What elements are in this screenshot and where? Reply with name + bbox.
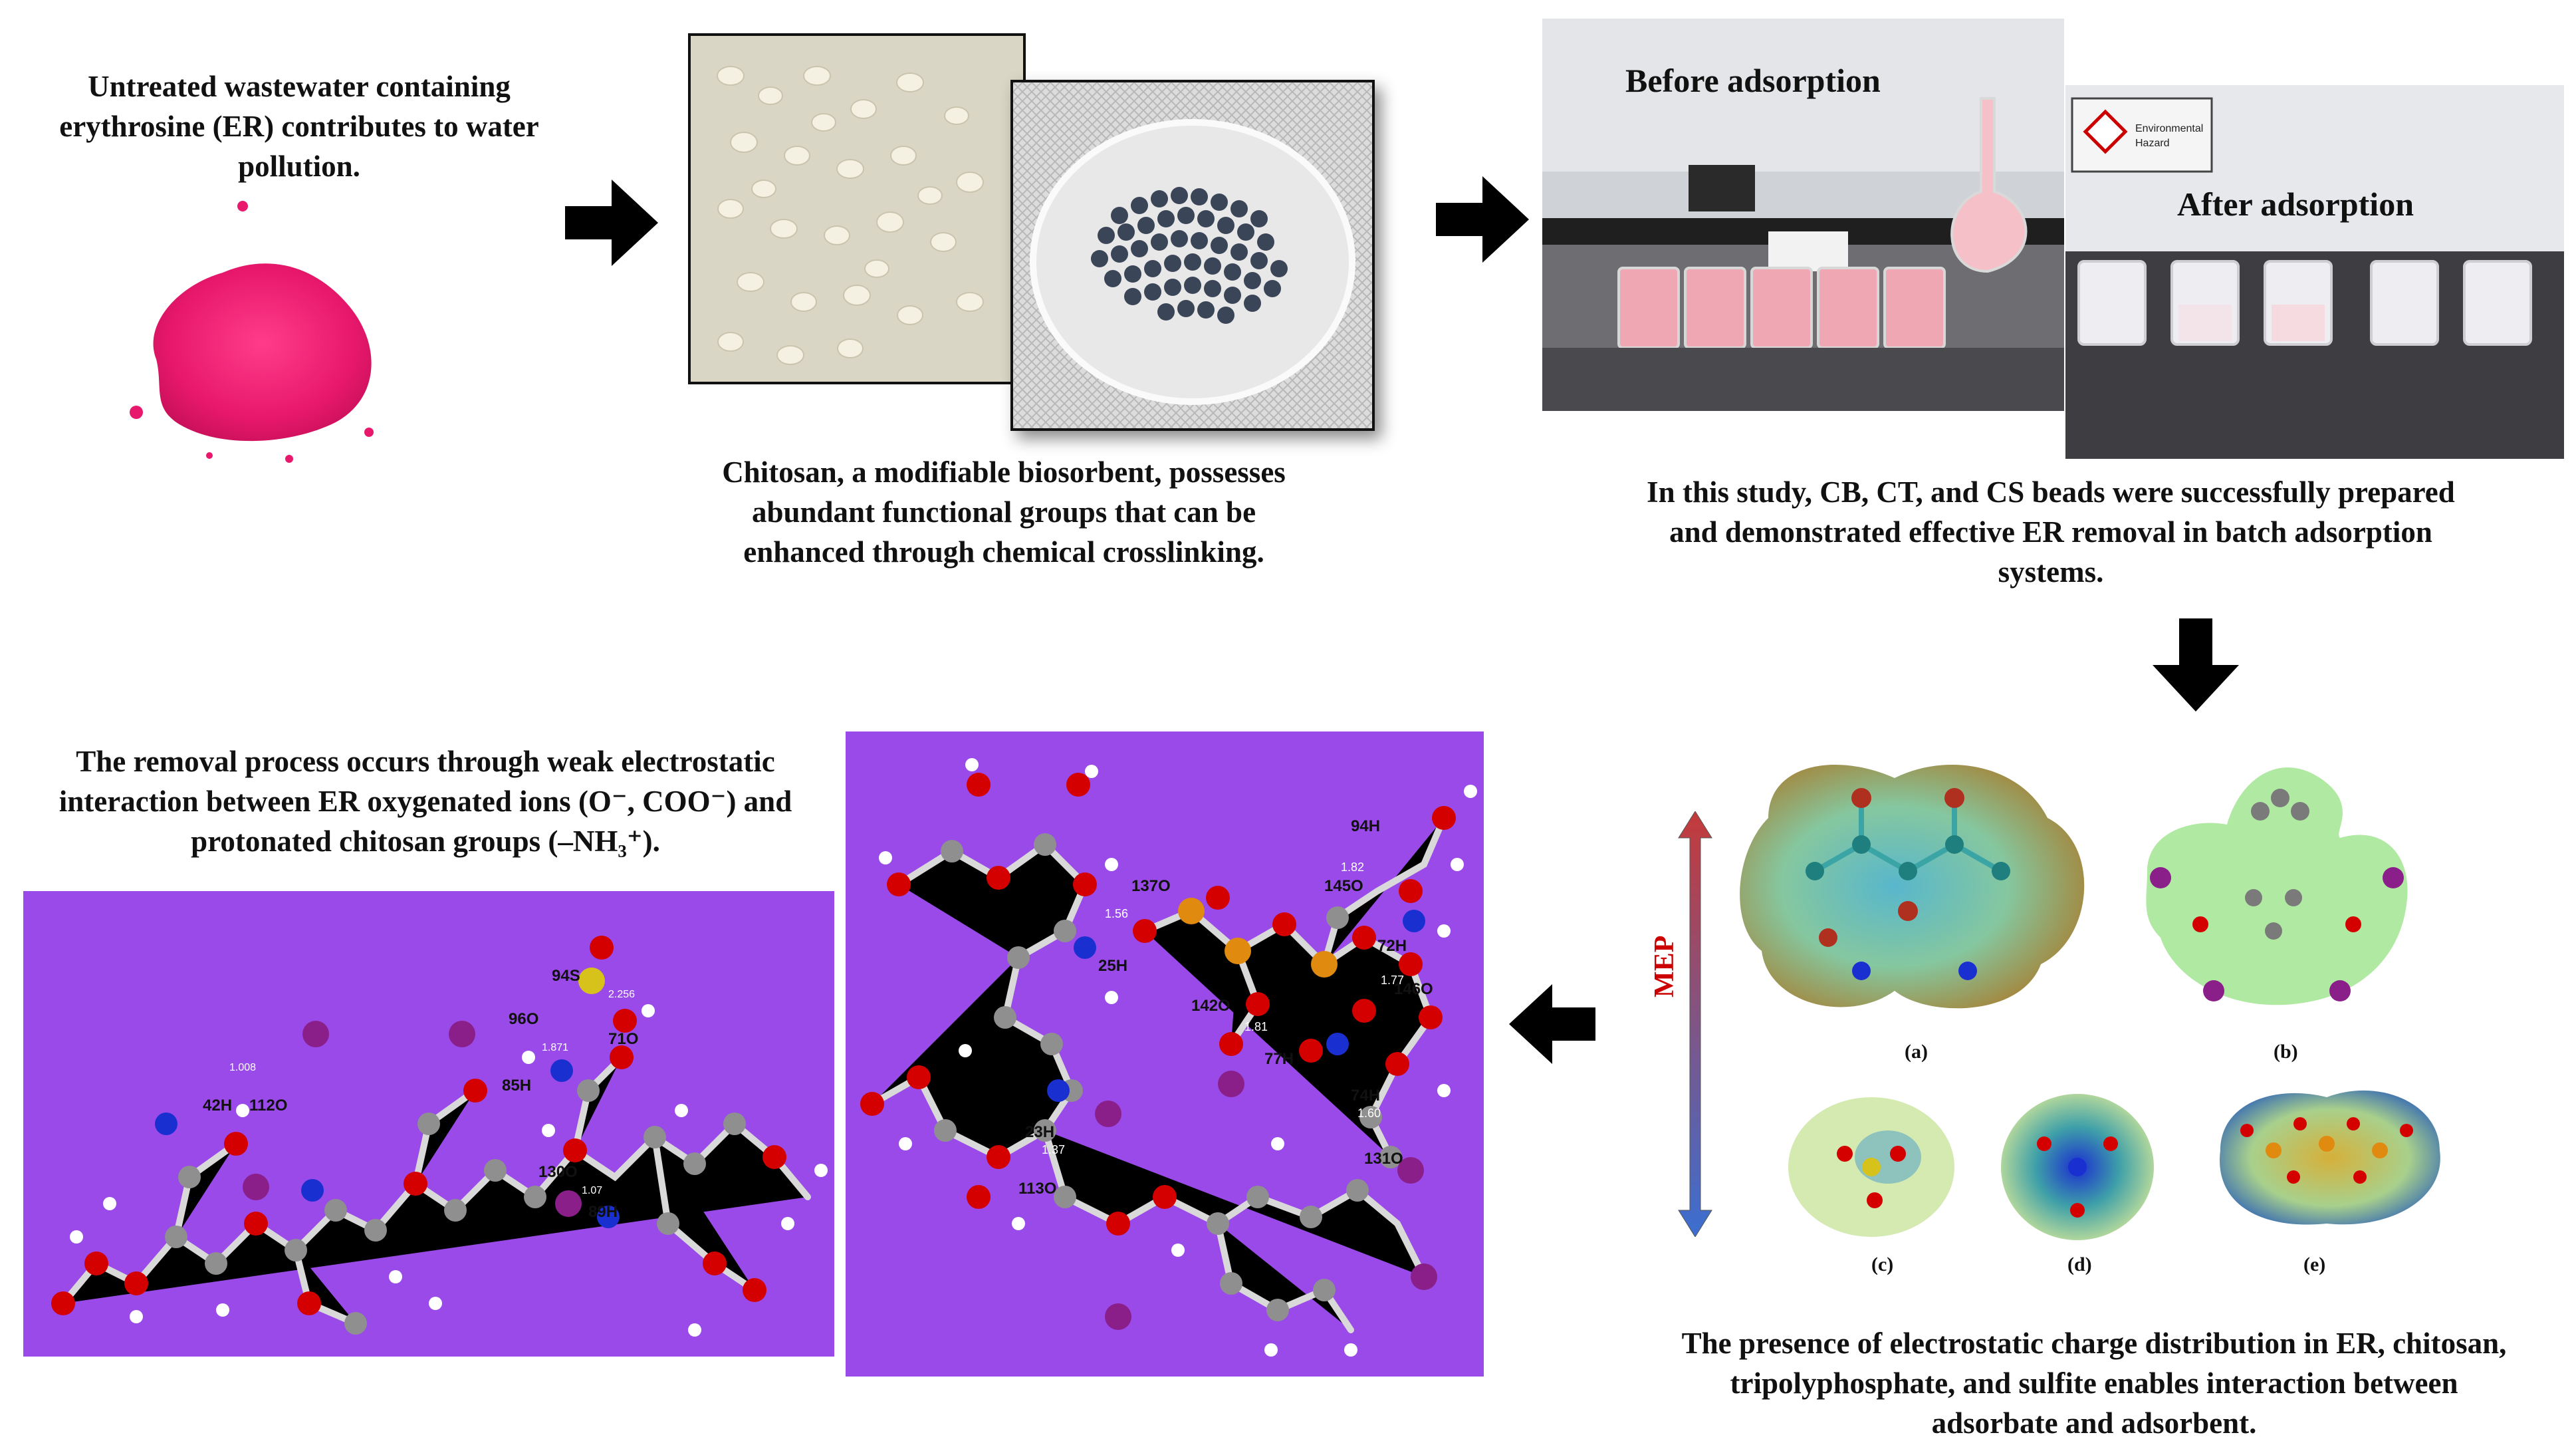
sign-text-1: Environmental	[2135, 123, 2203, 134]
distance-label: 2.256	[608, 989, 635, 1000]
chitosan-caption: Chitosan, a modifiable biosorbent, posse…	[722, 456, 1286, 569]
mep-label-b: (b)	[2274, 1041, 2298, 1063]
distance-label: 1.37	[1042, 1143, 1065, 1156]
mep-map-d	[1994, 1084, 2161, 1244]
atom-label: 85H	[502, 1077, 531, 1095]
mep-map-a	[1728, 738, 2101, 1031]
molecular-interaction-panel-right: 137O 25H 94H 145O 72H 146O 142O 77H 74H …	[846, 731, 1484, 1377]
atom-label: 137O	[1131, 877, 1171, 895]
pollution-caption: Untreated wastewater containing erythros…	[59, 70, 539, 183]
atom-label: 77H	[1264, 1050, 1294, 1068]
before-adsorption-photo	[1542, 19, 2064, 411]
mechanism-caption: The removal process occurs through weak …	[59, 745, 792, 858]
study-caption: In this study, CB, CT, and CS beads were…	[1647, 475, 2455, 589]
flow-arrow-down	[2153, 618, 2239, 712]
atom-label: 71O	[608, 1030, 638, 1048]
atom-label: 130O	[538, 1163, 578, 1181]
atom-label: 113O	[1018, 1180, 1056, 1198]
distance-label: 1.56	[1105, 907, 1128, 920]
atom-label: 25H	[1098, 957, 1127, 975]
atom-label: 145O	[1324, 877, 1363, 895]
atom-label: 72H	[1377, 937, 1407, 955]
distance-label: 1.008	[229, 1062, 256, 1073]
atom-label: 96O	[509, 1010, 538, 1028]
atom-label: 89H	[588, 1203, 618, 1221]
chitosan-flakes-photo	[688, 33, 1026, 384]
mep-label-c: (c)	[1871, 1253, 1894, 1275]
distance-label: 1.82	[1341, 860, 1364, 874]
atom-label: 74H	[1351, 1087, 1380, 1105]
mep-label-d: (d)	[2067, 1253, 2092, 1275]
distance-label: 1.77	[1381, 974, 1404, 987]
after-adsorption-label: After adsorption	[2177, 186, 2414, 223]
distance-label: 1.07	[582, 1185, 602, 1196]
atom-label: 146O	[1394, 980, 1433, 998]
atom-label: 94S	[552, 967, 580, 985]
mep-map-b	[2121, 738, 2426, 1031]
atom-label: 112O	[249, 1097, 287, 1115]
atom-label: 142O	[1191, 997, 1230, 1015]
after-adsorption-photo: Environmental Hazard	[2065, 85, 2564, 459]
sign-text-2: Hazard	[2135, 138, 2170, 149]
atom-label: 42H	[203, 1097, 232, 1115]
flow-arrow-1	[565, 180, 658, 266]
mep-double-arrow	[1675, 811, 1715, 1238]
before-adsorption-label: Before adsorption	[1625, 62, 1881, 99]
flow-arrow-left	[1509, 984, 1595, 1064]
molecular-interaction-panel-left: 94S 96O 71O 85H 42H 112O 130O 89H 1.008 …	[23, 891, 834, 1357]
mep-map-c	[1782, 1091, 1961, 1244]
mep-axis-label: MEP	[1649, 935, 1680, 997]
atom-label: 23H	[1025, 1123, 1054, 1141]
distance-label: 1.871	[542, 1042, 568, 1053]
atom-label: 94H	[1351, 817, 1380, 835]
distance-label: 1.81	[1244, 1020, 1268, 1033]
flow-arrow-2	[1436, 176, 1529, 263]
distance-label: 1.60	[1357, 1107, 1381, 1120]
mep-label-a: (a)	[1905, 1041, 1928, 1063]
mep-map-e	[2194, 1064, 2460, 1244]
atom-label: 131O	[1364, 1150, 1403, 1168]
crosslinked-beads-photo	[1010, 80, 1375, 431]
charge-caption: The presence of electrostatic charge dis…	[1681, 1327, 2507, 1440]
mep-label-e: (e)	[2303, 1253, 2326, 1275]
erythrosine-powder-image	[116, 193, 396, 479]
